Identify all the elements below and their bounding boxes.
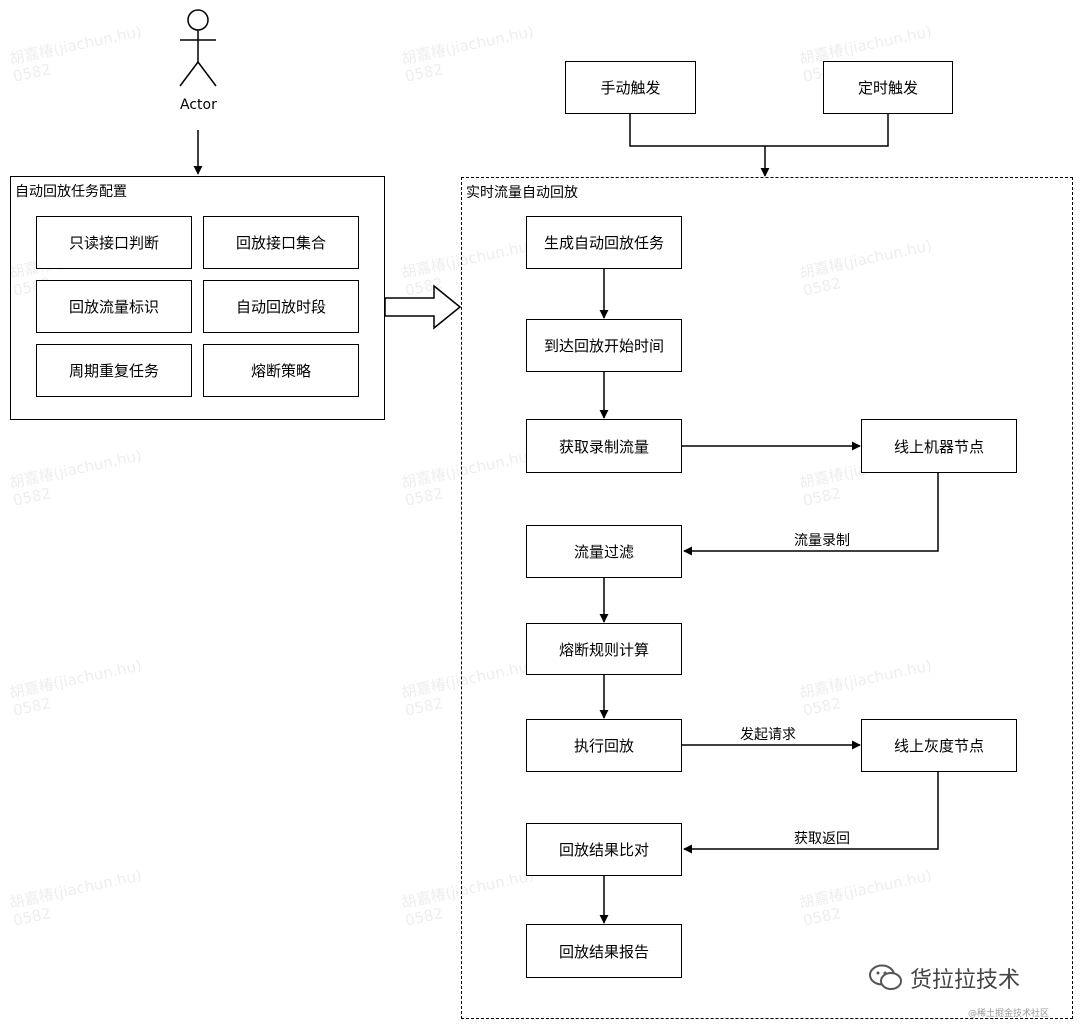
trigger-scheduled: 定时触发 (823, 61, 953, 114)
flow-group-title: 实时流量自动回放 (466, 185, 578, 201)
flow-step: 流量过滤 (526, 525, 682, 578)
flow-step: 获取录制流量 (526, 419, 682, 473)
flow-step: 回放结果报告 (526, 924, 682, 978)
wechat-icon (869, 964, 902, 990)
edge-label-request: 发起请求 (740, 724, 796, 744)
brand: 货拉拉技术 (868, 962, 1020, 994)
edge-triggers-merge (629, 114, 889, 147)
config-item: 熔断策略 (203, 344, 359, 397)
actor-icon (179, 9, 217, 87)
config-item: 周期重复任务 (36, 344, 192, 397)
flow-step: 回放结果比对 (526, 823, 682, 876)
flow-step: 到达回放开始时间 (526, 319, 682, 372)
edge-gray-step-7 (683, 772, 939, 854)
edge-online-step-4 (683, 473, 939, 556)
edge-label-record: 流量录制 (794, 530, 850, 550)
config-item: 只读接口判断 (36, 216, 192, 269)
brand-sub: @稀土掘金技术社区 (968, 1009, 1050, 1019)
flow-step: 执行回放 (526, 719, 682, 772)
actor-label: Actor (180, 97, 217, 113)
flow-step: 生成自动回放任务 (526, 216, 682, 269)
node-online: 线上机器节点 (861, 419, 1017, 473)
trigger-manual: 手动触发 (565, 61, 696, 114)
flow-group: 实时流量自动回放 (461, 177, 1073, 1019)
node-gray: 线上灰度节点 (861, 719, 1017, 772)
config-group: 自动回放任务配置 (10, 176, 385, 420)
config-item: 自动回放时段 (203, 280, 359, 333)
config-group-title: 自动回放任务配置 (15, 184, 127, 200)
config-item: 回放流量标识 (36, 280, 192, 333)
config-item: 回放接口集合 (203, 216, 359, 269)
brand-name: 货拉拉技术 (910, 968, 1021, 993)
flow-step: 熔断规则计算 (526, 623, 682, 675)
edge-label-response: 获取返回 (794, 828, 850, 848)
block-arrow (384, 284, 462, 330)
